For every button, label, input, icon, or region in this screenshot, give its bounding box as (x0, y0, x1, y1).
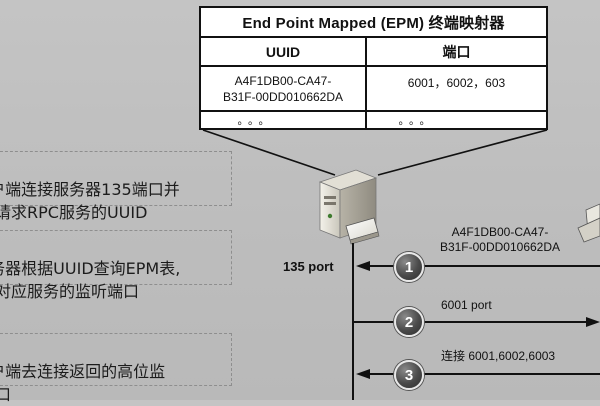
step-note-1: 户端连接服务器135端口并 送请求RPC服务的UUID (0, 151, 232, 222)
row2-uuid: 。。。 (237, 115, 275, 127)
header-uuid: UUID (265, 43, 301, 60)
step-1-line2: 送请求RPC服务的UUID (0, 203, 148, 222)
table-divider (201, 110, 546, 112)
epm-table: End Point Mapped (EPM) 终端映射器 UUID 端口 A4F… (199, 6, 548, 130)
table-divider (201, 65, 546, 67)
arrow-3-head (356, 369, 370, 379)
header-port: 端口 (442, 43, 471, 60)
step-number-1: 1 (394, 252, 424, 282)
callout-line-right (377, 129, 548, 176)
message-3-label: 连接 6001,6002,6003 (441, 349, 556, 363)
client-icon (577, 203, 600, 243)
step-note-3: 户端去连接返回的高位监 端口 (0, 333, 232, 404)
message-1-label: A4F1DB00-CA47- B31F-00DD010662DA (425, 225, 575, 255)
callout-line-left (202, 129, 336, 176)
arrow-2-head (586, 317, 600, 327)
row1-uuid-cell: A4F1DB00-CA47- B31F-00DD010662DA (201, 67, 365, 110)
step-1-line1: 户端连接服务器135端口并 (0, 180, 180, 199)
server-port-label: 135 port (283, 259, 334, 274)
server-icon (318, 169, 380, 245)
row1-ports: 6001，6002，603 (407, 76, 506, 90)
step-3-line1: 户端去连接返回的高位监 (0, 362, 166, 381)
table-column-divider (365, 36, 367, 128)
table-divider (201, 36, 546, 38)
arrow-1-head (356, 261, 370, 271)
row1-uuid-line1: A4F1DB00-CA47- (234, 73, 332, 88)
row2-ports: 。。。 (398, 115, 436, 127)
step-number-3: 3 (394, 360, 424, 390)
step-number-2: 2 (394, 307, 424, 337)
row1-uuid-line2: B31F-00DD010662DA (222, 89, 344, 104)
step-note-2: 务器根据UUID查询EPM表, 回对应服务的监听端口 (0, 230, 232, 301)
message-1-line1: A4F1DB00-CA47- (451, 225, 549, 239)
message-2-label: 6001 port (441, 298, 492, 312)
step-2-line1: 务器根据UUID查询EPM表, (0, 259, 181, 278)
message-1-line2: B31F-00DD010662DA (439, 240, 561, 254)
step-2-line2: 回对应服务的监听端口 (0, 282, 140, 301)
epm-table-title: End Point Mapped (EPM) 终端映射器 (242, 14, 505, 32)
step-3-line2: 端口 (0, 385, 12, 404)
